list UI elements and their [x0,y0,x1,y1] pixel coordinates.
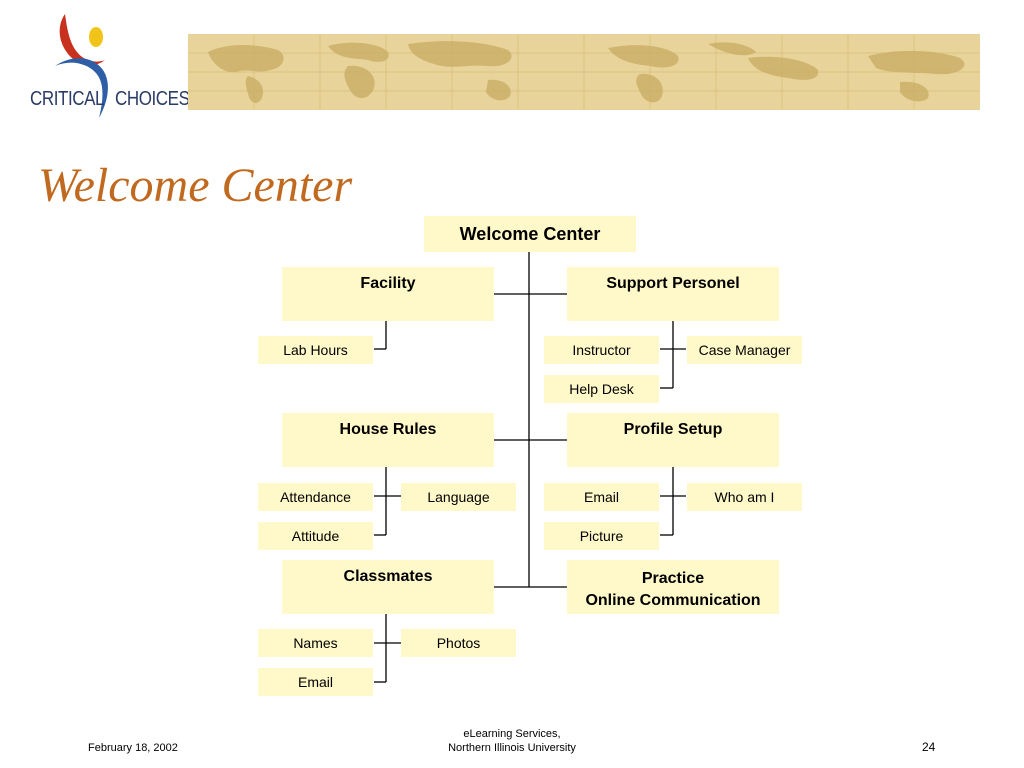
world-map-banner [188,34,980,110]
leaf-names: Names [258,629,373,657]
world-map-icon [188,34,980,110]
node-facility: Facility [282,267,494,321]
leaf-lab-hours: Lab Hours [258,336,373,364]
footer-org-line1: eLearning Services, [463,728,561,740]
practice-label-line2: Online Communication [585,592,761,609]
node-welcome-center: Welcome Center [424,216,636,252]
slide-title: Welcome Center [38,159,353,212]
critical-choices-logo: CRITICAL CHOICES [25,8,190,128]
leaf-email-classmates: Email [258,668,373,696]
leaf-email-profile: Email [544,483,659,511]
leaf-language: Language [401,483,516,511]
footer-date: February 18, 2002 [88,742,178,754]
footer-org-line2: Northern Illinois University [448,742,576,754]
leaf-instructor: Instructor [544,336,659,364]
node-practice-online-communication: Practice Online Communication [567,560,779,614]
leaf-picture: Picture [544,522,659,550]
leaf-photos: Photos [401,629,516,657]
logo-figure-icon [55,14,108,118]
leaf-help-desk: Help Desk [544,375,659,403]
practice-label-line1: Practice [641,570,705,587]
logo-text-critical: CRITICAL [30,88,105,110]
footer-organization: eLearning Services, Northern Illinois Un… [412,727,612,755]
node-house-rules: House Rules [282,413,494,467]
node-support-personel: Support Personel [567,267,779,321]
leaf-case-manager: Case Manager [687,336,802,364]
leaf-attitude: Attitude [258,522,373,550]
node-profile-setup: Profile Setup [567,413,779,467]
page-number: 24 [922,740,936,754]
logo-text-choices: CHOICES [115,88,190,110]
leaf-who-am-i: Who am I [687,483,802,511]
node-classmates: Classmates [282,560,494,614]
leaf-attendance: Attendance [258,483,373,511]
